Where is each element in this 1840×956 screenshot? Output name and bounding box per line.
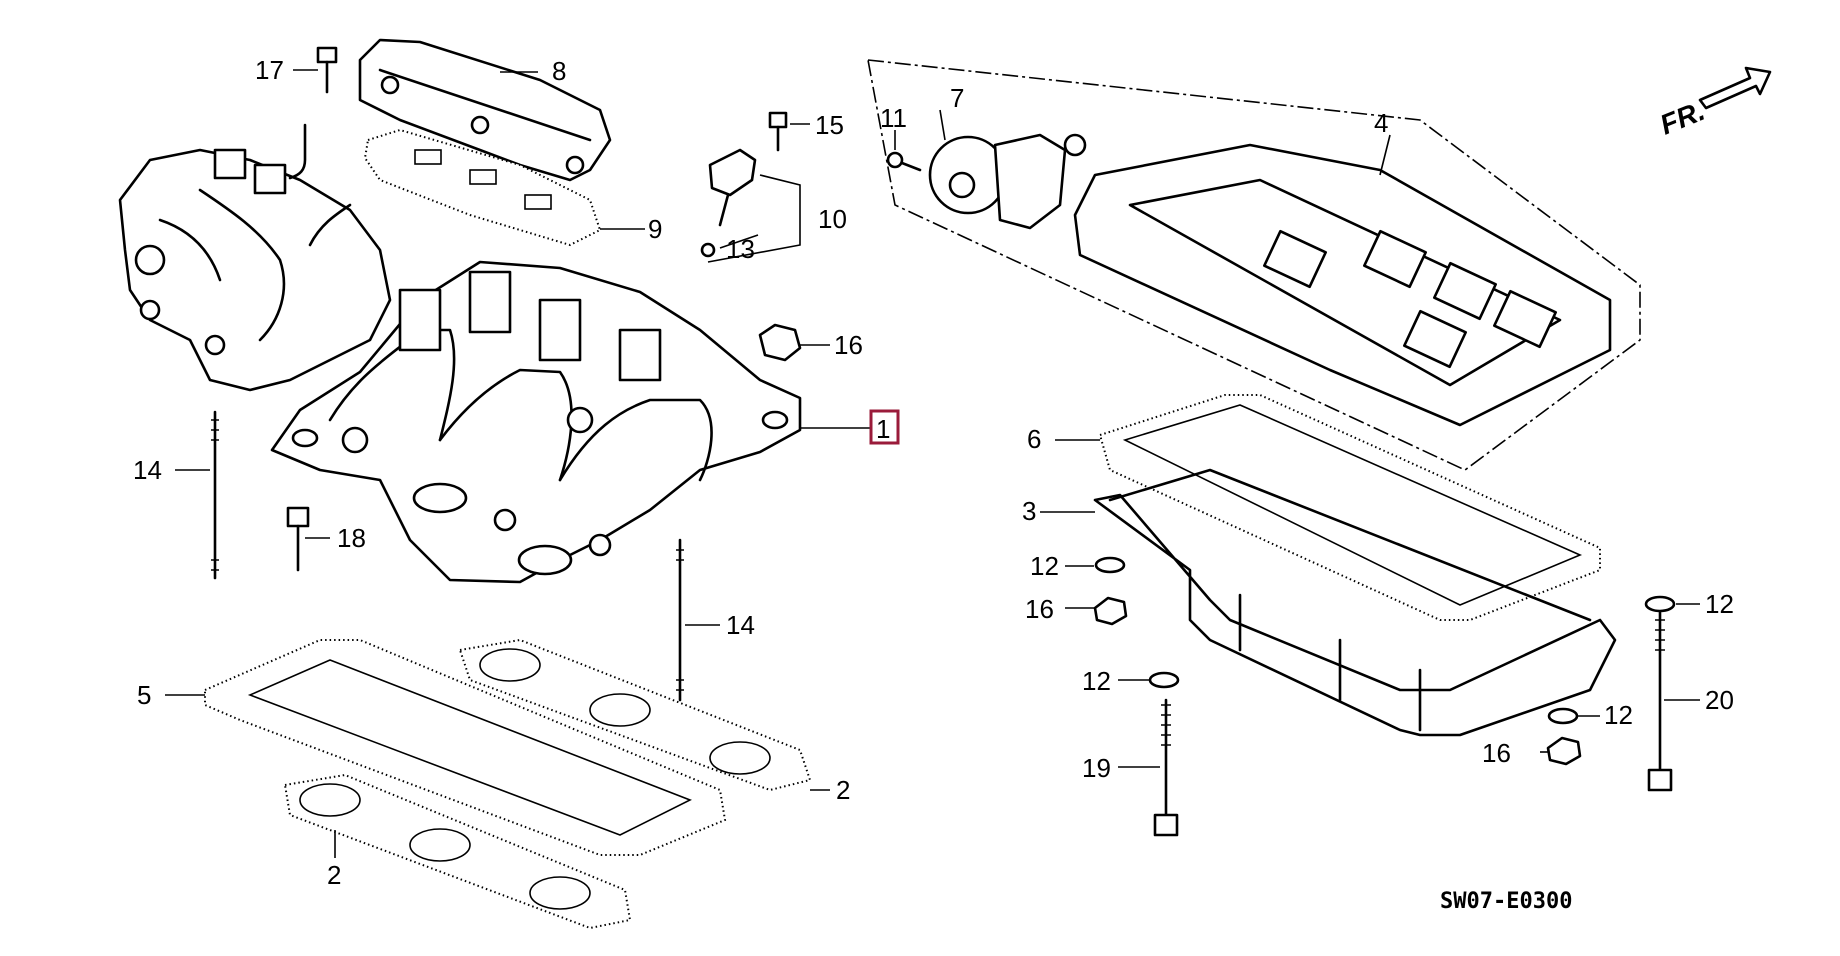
part-20-bolt[interactable] [1647, 610, 1673, 792]
callout-14-right: 14 [726, 610, 755, 640]
leader-lines [165, 69, 1700, 858]
part-4-chamber[interactable] [1073, 143, 1612, 427]
part-7-actuator[interactable] [928, 133, 1087, 230]
part-18-bolt[interactable] [286, 506, 310, 572]
callout-1-highlight [869, 409, 900, 445]
diagram-code: SW07-E0300 [1440, 889, 1572, 914]
part-19-bolt[interactable] [1153, 698, 1179, 837]
part-2-gasket-lower[interactable] [283, 773, 632, 930]
callout-2-bottom: 2 [327, 860, 341, 890]
callout-15: 15 [815, 110, 844, 140]
callout-19: 19 [1082, 753, 1111, 783]
callout-8: 8 [552, 56, 566, 86]
part-16-nut-lower[interactable] [1546, 736, 1582, 766]
part-3-lower-body[interactable] [1093, 468, 1617, 737]
callout-4: 4 [1374, 108, 1388, 138]
part-12-washer-c[interactable] [1644, 595, 1676, 613]
callout-10: 10 [818, 204, 847, 234]
callout-9: 9 [648, 214, 662, 244]
part-16-nut-mid[interactable] [1093, 596, 1128, 626]
part-16-nut-upper[interactable] [758, 323, 802, 362]
part-12-washer-a[interactable] [1094, 556, 1126, 574]
part-15-bolt[interactable] [768, 111, 788, 152]
part-17-bolt[interactable] [316, 46, 338, 94]
callout-5: 5 [137, 680, 151, 710]
callout-20: 20 [1705, 685, 1734, 715]
part-6-gasket[interactable] [1098, 394, 1601, 621]
callout-1[interactable]: 1 [876, 414, 890, 444]
part-4-group-outline [867, 59, 1641, 471]
part-12-washer-d[interactable] [1547, 707, 1579, 725]
part-14-stud-right[interactable] [676, 538, 684, 702]
intake-plenum-housing [118, 123, 392, 392]
part-9-gasket[interactable] [363, 128, 602, 247]
part-2-gasket-upper[interactable] [458, 638, 812, 792]
part-14-stud-left[interactable] [211, 410, 219, 580]
callout-6: 6 [1027, 424, 1041, 454]
intake-manifold[interactable] [270, 260, 802, 584]
part-8-cover[interactable] [358, 38, 612, 182]
callout-2-right: 2 [836, 775, 850, 805]
part-13-o-ring[interactable] [700, 242, 716, 258]
callout-12-d: 12 [1604, 700, 1633, 730]
callout-13: 13 [726, 234, 755, 264]
callout-16-upper: 16 [834, 330, 863, 360]
callout-12-c: 12 [1705, 589, 1734, 619]
callout-17: 17 [255, 55, 284, 85]
callout-12-a: 12 [1030, 551, 1059, 581]
part-12-washer-b[interactable] [1148, 671, 1180, 689]
part-11-screw[interactable] [886, 151, 922, 172]
callout-16-mid: 16 [1025, 594, 1054, 624]
callout-12-b: 12 [1082, 666, 1111, 696]
part-10-sensor[interactable] [707, 148, 801, 263]
callout-7: 7 [950, 83, 964, 113]
front-direction-arrow-icon [1698, 66, 1772, 110]
part-5-gasket[interactable] [204, 639, 727, 856]
callout-3: 3 [1022, 496, 1036, 526]
callout-16-lower: 16 [1482, 738, 1511, 768]
callout-11: 11 [880, 103, 907, 133]
callout-14-left: 14 [133, 455, 162, 485]
callout-18: 18 [337, 523, 366, 553]
